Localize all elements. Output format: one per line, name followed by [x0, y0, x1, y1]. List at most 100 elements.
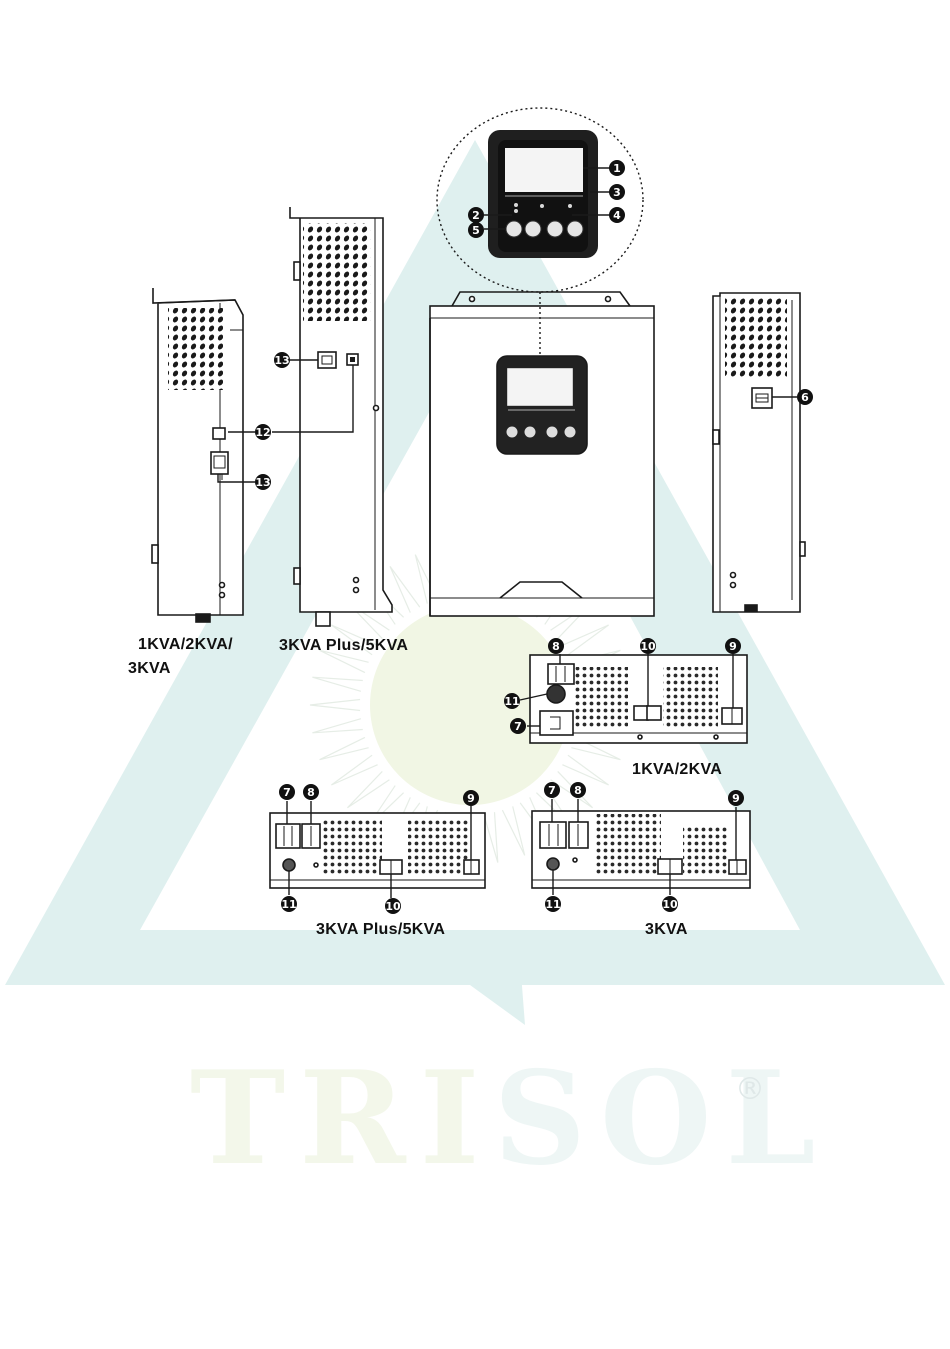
- sun-ray: [320, 737, 369, 759]
- callout-11-3kva: 11: [545, 896, 561, 912]
- svg-text:7: 7: [514, 720, 522, 733]
- front-unit: [430, 292, 654, 616]
- up-button[interactable]: [525, 221, 541, 237]
- fan-grille: [596, 814, 661, 874]
- watermark-letter-r: R: [299, 1044, 419, 1194]
- svg-text:8: 8: [574, 784, 582, 797]
- callout-2: 2: [468, 207, 484, 223]
- circuit-breaker[interactable]: [547, 685, 565, 703]
- svg-text:1: 1: [613, 162, 621, 175]
- callout-7-large: 7: [279, 784, 295, 800]
- ac-input-socket[interactable]: [540, 711, 573, 735]
- ac-input-terminal[interactable]: [540, 822, 566, 848]
- label-side-large: 3KVA Plus/5KVA: [279, 637, 408, 655]
- callout-9-3kva: 9: [728, 790, 744, 806]
- callout-11-small: 11: [504, 693, 520, 709]
- svg-text:11: 11: [545, 898, 560, 911]
- sun-ray: [562, 755, 608, 785]
- pv-terminal[interactable]: [647, 706, 661, 720]
- side-unit-right: [713, 293, 805, 612]
- svg-text:7: 7: [283, 786, 291, 799]
- callout-8-3kva: 8: [570, 782, 586, 798]
- callout-4: 4: [609, 207, 625, 223]
- callout-10-small: 10: [640, 638, 656, 654]
- svg-text:4: 4: [613, 209, 621, 222]
- svg-text:10: 10: [662, 898, 678, 911]
- side-unit-large: [290, 207, 392, 626]
- front-control-panel: [497, 356, 587, 454]
- sun-ray: [502, 806, 524, 855]
- circuit-breaker[interactable]: [547, 858, 559, 870]
- callout-7-3kva: 7: [544, 782, 560, 798]
- svg-text:12: 12: [255, 426, 270, 439]
- svg-text:8: 8: [552, 640, 560, 653]
- down-button[interactable]: [547, 221, 563, 237]
- callout-10-3kva: 10: [662, 896, 678, 912]
- control-panel-enlarged: [488, 130, 598, 258]
- vent-grille: [168, 308, 223, 390]
- watermark-letter-t: T: [190, 1044, 299, 1194]
- panel-button[interactable]: [525, 427, 536, 438]
- callout-8-small: 8: [548, 638, 564, 654]
- svg-text:11: 11: [281, 898, 296, 911]
- callout-1: 1: [609, 160, 625, 176]
- panel-button[interactable]: [547, 427, 558, 438]
- watermark-brand-text: TRISOL: [190, 1055, 829, 1183]
- sun-ray: [331, 755, 377, 785]
- sun-ray: [390, 566, 420, 612]
- vent-grille-upper: [303, 223, 371, 321]
- watermark-letter-i: I: [420, 1044, 494, 1194]
- enter-button[interactable]: [567, 221, 583, 237]
- fan-grille: [322, 818, 382, 874]
- vent-grille: [725, 298, 787, 378]
- lcd-screen: [508, 369, 572, 405]
- bottom-view-small: [530, 655, 747, 743]
- side-unit-small: [152, 288, 243, 622]
- callout-11-large: 11: [281, 896, 297, 912]
- callout-9-large: 9: [463, 790, 479, 806]
- panel-button[interactable]: [507, 427, 518, 438]
- label-bottom-3kva: 3KVA: [645, 921, 688, 939]
- ac-output-terminal[interactable]: [548, 664, 574, 684]
- led-indicator: [514, 209, 518, 213]
- sun-ray: [562, 625, 608, 655]
- sun-ray: [310, 700, 360, 711]
- label-bottom-small: 1KVA/2KVA: [632, 761, 722, 779]
- fan-grille: [663, 667, 718, 727]
- label-side-small-line1: 1KVA/2KVA/: [138, 636, 233, 654]
- svg-text:3: 3: [613, 186, 621, 199]
- callout-6: 6: [797, 389, 813, 405]
- svg-text:10: 10: [385, 900, 401, 913]
- watermark-letter-o: O: [600, 1044, 726, 1194]
- panel-button[interactable]: [565, 427, 576, 438]
- bottom-view-large: [270, 813, 485, 888]
- svg-text:2: 2: [472, 209, 480, 222]
- fan-grille: [683, 826, 728, 874]
- watermark-letter-s: S: [494, 1044, 600, 1194]
- callout-3: 3: [609, 184, 625, 200]
- svg-text:6: 6: [801, 391, 809, 404]
- ac-input-terminal[interactable]: [276, 824, 300, 848]
- pv-terminal[interactable]: [634, 706, 648, 720]
- watermark-letter-l: L: [725, 1044, 829, 1194]
- callout-7-small: 7: [510, 718, 526, 734]
- svg-text:5: 5: [472, 224, 480, 237]
- svg-text:10: 10: [640, 640, 656, 653]
- circuit-breaker[interactable]: [283, 859, 295, 871]
- callout-12: 12: [255, 424, 271, 440]
- rj45-port[interactable]: [318, 352, 336, 368]
- lcd-screen-enlarged: [505, 148, 583, 192]
- svg-text:9: 9: [467, 792, 475, 805]
- label-side-small-line2: 3KVA: [128, 660, 171, 678]
- led-indicator: [514, 203, 518, 207]
- callout-13-small: 13: [255, 474, 271, 490]
- callout-9-small: 9: [725, 638, 741, 654]
- callout-10-large: 10: [385, 898, 401, 914]
- svg-text:7: 7: [548, 784, 556, 797]
- usb-port[interactable]: [213, 428, 225, 439]
- watermark-registered-mark: ®: [735, 1072, 765, 1107]
- svg-text:13: 13: [274, 354, 289, 367]
- esc-button[interactable]: [506, 221, 522, 237]
- callout-8-large: 8: [303, 784, 319, 800]
- svg-text:9: 9: [732, 792, 740, 805]
